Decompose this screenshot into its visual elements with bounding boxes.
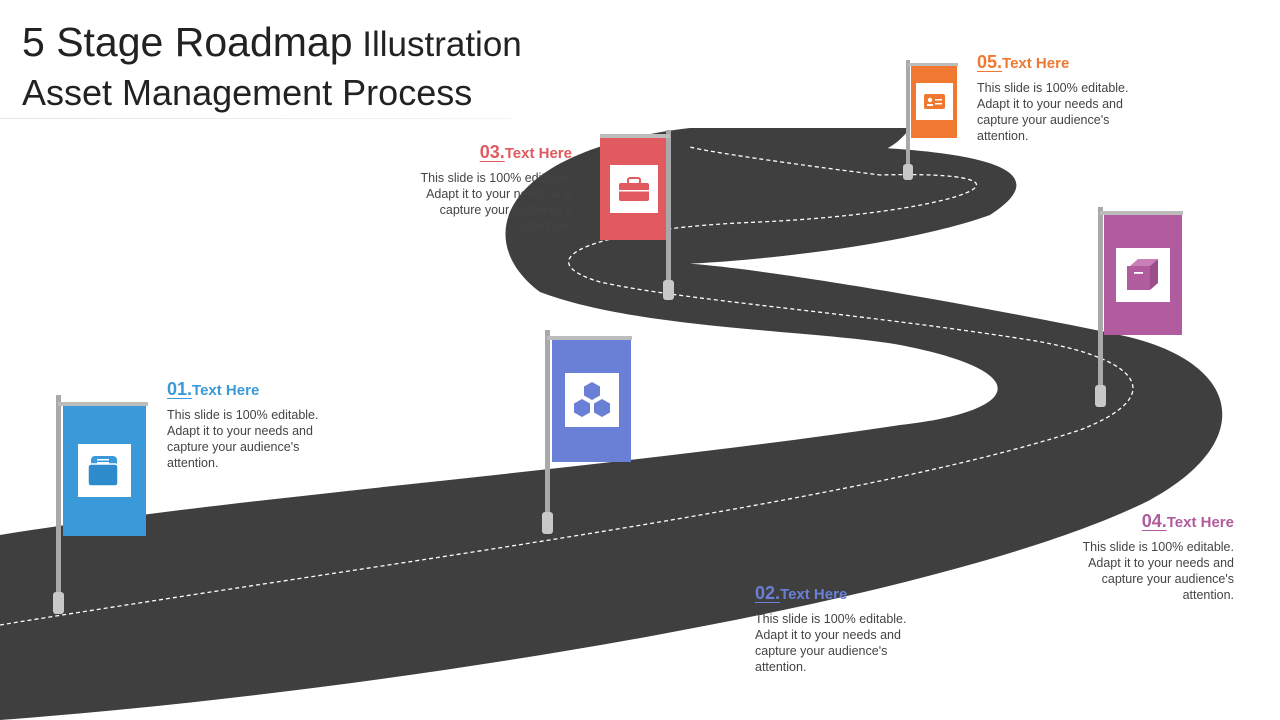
stage-number: 03. xyxy=(479,142,505,162)
stage-header: 05.Text Here xyxy=(977,52,1137,73)
briefcase-icon xyxy=(619,177,649,201)
stage-description: This slide is 100% editable. Adapt it to… xyxy=(1082,540,1234,602)
flag-pole-base xyxy=(663,280,674,300)
flag-pole xyxy=(56,395,61,605)
stage-number: 02. xyxy=(755,583,781,603)
stage-heading: Text Here xyxy=(192,382,260,399)
flag-pole xyxy=(666,130,671,290)
title-divider xyxy=(0,118,512,119)
stage-number: 01. xyxy=(167,379,193,399)
flag-stage-02 xyxy=(542,330,632,534)
flag-stage-05 xyxy=(903,60,958,180)
stage-header: 04.Text Here xyxy=(1074,511,1234,532)
stage-04-text: 04.Text Here This slide is 100% editable… xyxy=(1074,511,1234,603)
stage-heading: Text Here xyxy=(1002,55,1070,72)
stage-description: This slide is 100% editable. Adapt it to… xyxy=(755,612,907,674)
title-line2: Asset Management Process xyxy=(22,72,473,113)
flag-bar xyxy=(600,134,670,138)
flag-stage-01 xyxy=(53,395,148,614)
flag-pole-base xyxy=(542,512,553,534)
hexagons-icon xyxy=(574,382,610,417)
flag-pole xyxy=(1098,207,1103,395)
stage-heading: Text Here xyxy=(780,586,848,603)
page-title: 5 Stage Roadmap Illustration Asset Manag… xyxy=(22,18,522,117)
stage-header: 01.Text Here xyxy=(167,379,327,400)
title-line1-large: 5 Stage Roadmap xyxy=(22,19,353,65)
flag-stage-03 xyxy=(600,130,674,300)
road-surface xyxy=(0,128,1223,720)
flag-bar xyxy=(908,63,958,66)
stage-header: 02.Text Here xyxy=(755,583,915,604)
road-center-line xyxy=(0,146,1134,626)
stage-description: This slide is 100% editable. Adapt it to… xyxy=(167,408,319,470)
stage-02-text: 02.Text Here This slide is 100% editable… xyxy=(755,583,915,675)
title-line1-small: Illustration xyxy=(352,25,522,64)
flag-pole-base xyxy=(53,592,64,614)
stage-number: 05. xyxy=(977,52,1003,72)
flag-pole-base xyxy=(1095,385,1106,407)
flag-bar xyxy=(58,402,148,406)
flag-pole xyxy=(545,330,550,520)
stage-05-text: 05.Text Here This slide is 100% editable… xyxy=(977,52,1137,144)
folder-document-icon xyxy=(87,456,119,487)
stage-number: 04. xyxy=(1141,511,1167,531)
stage-heading: Text Here xyxy=(1166,514,1234,531)
stage-heading: Text Here xyxy=(504,145,572,162)
id-card-icon xyxy=(924,94,945,109)
flag-pole-base xyxy=(903,164,913,180)
stage-description: This slide is 100% editable. Adapt it to… xyxy=(420,171,572,233)
stage-description: This slide is 100% editable. Adapt it to… xyxy=(977,81,1129,143)
stage-03-text: 03.Text Here This slide is 100% editable… xyxy=(412,142,572,234)
flag-bar xyxy=(547,336,632,340)
box-icon xyxy=(1127,259,1158,290)
flag-bar xyxy=(1100,211,1183,215)
flag-pole xyxy=(906,60,910,172)
flag-stage-04 xyxy=(1095,207,1183,407)
stage-header: 03.Text Here xyxy=(412,142,572,163)
stage-01-text: 01.Text Here This slide is 100% editable… xyxy=(167,379,327,471)
